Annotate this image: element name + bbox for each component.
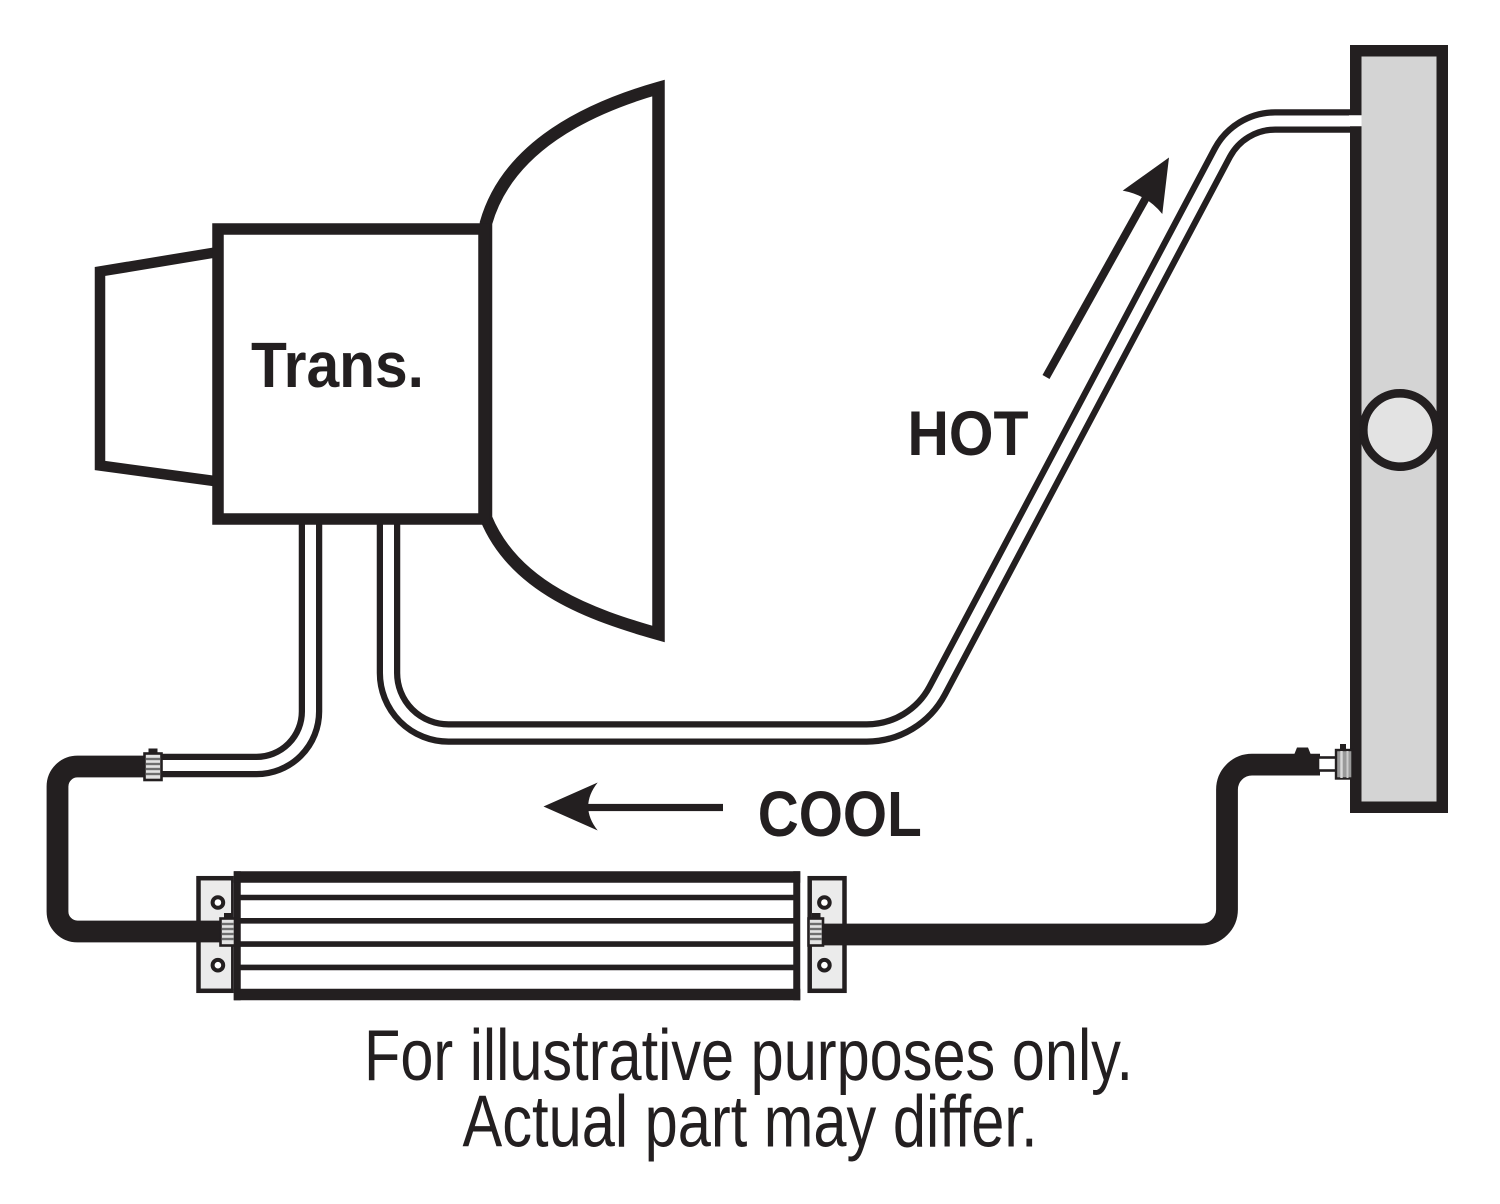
svg-text:COOL: COOL [758,778,922,850]
svg-text:HOT: HOT [908,399,1029,469]
svg-text:For illustrative purposes only: For illustrative purposes only. [364,1016,1133,1096]
svg-text:Actual part may differ.: Actual part may differ. [463,1082,1038,1163]
svg-text:Trans.: Trans. [251,329,424,401]
